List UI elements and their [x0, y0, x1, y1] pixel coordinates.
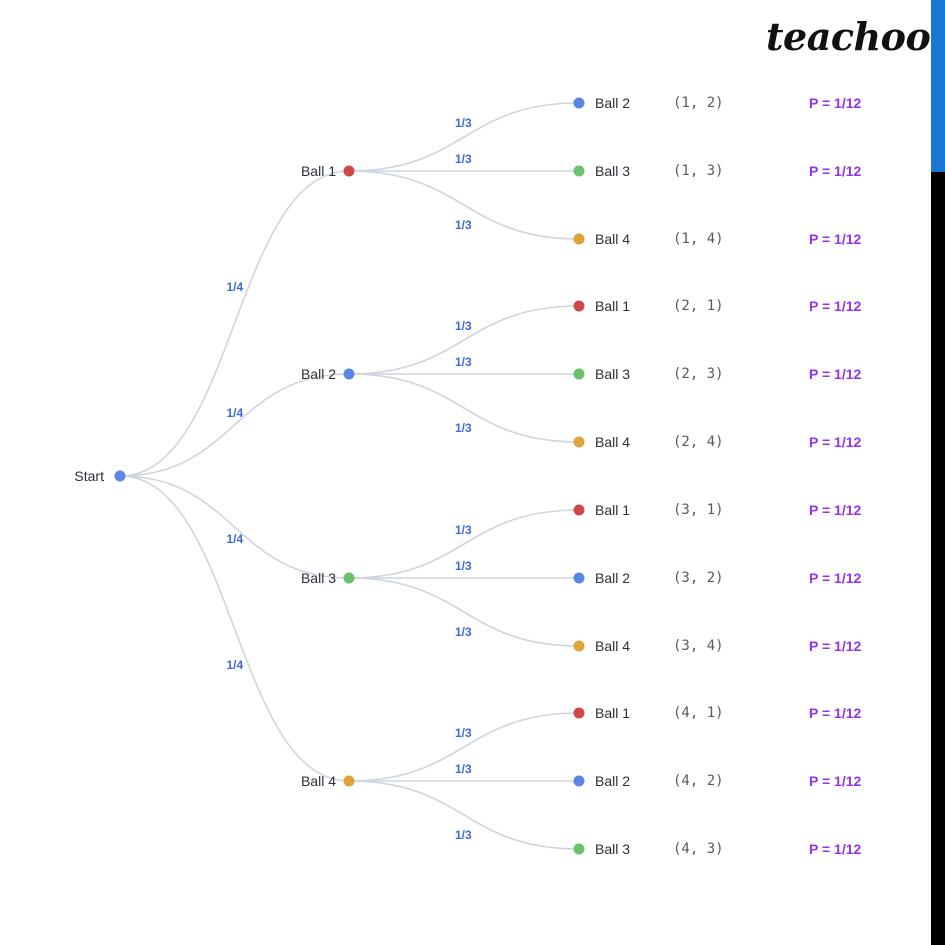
second-draw-probability: 1/3 [455, 625, 472, 639]
outcome-probability: P = 1/12 [809, 841, 862, 857]
edge-1-to-3 [348, 170, 580, 240]
outcome-pair: (3, 4) [673, 638, 724, 654]
first-draw-node [343, 572, 355, 584]
outcome-probability: P = 1/12 [809, 705, 862, 721]
side-bar-accent [931, 0, 945, 172]
outcome-pair: (2, 4) [673, 434, 724, 450]
second-draw-probability: 1/3 [455, 355, 472, 369]
second-draw-probability: 1/3 [455, 762, 472, 776]
second-draw-label: Ball 3 [595, 366, 631, 382]
second-draw-node [573, 640, 585, 652]
outcome-pair: (3, 1) [673, 502, 724, 518]
second-draw-probability: 1/3 [455, 828, 472, 842]
first-draw-label: Ball 4 [300, 773, 336, 789]
edge-3-to-3 [348, 577, 580, 647]
outcome-pair: (1, 3) [673, 163, 724, 179]
second-draw-node [573, 233, 585, 245]
edge-start-to-1 [119, 170, 350, 477]
first-draw-probability: 1/4 [226, 658, 244, 673]
start-node [114, 470, 126, 482]
second-draw-label: Ball 2 [595, 95, 631, 111]
edge-start-to-3 [119, 475, 350, 579]
outcome-pair: (2, 1) [673, 298, 724, 314]
edge-3-to-1 [348, 509, 580, 579]
second-draw-node [573, 368, 585, 380]
first-draw-label: Ball 2 [300, 366, 336, 382]
second-draw-node [573, 436, 585, 448]
first-draw-probability: 1/4 [226, 532, 244, 547]
second-draw-node [573, 504, 585, 516]
outcome-pair: (1, 4) [673, 231, 724, 247]
outcome-probability: P = 1/12 [809, 638, 862, 654]
second-draw-label: Ball 3 [595, 163, 631, 179]
edge-2-to-1 [348, 305, 580, 375]
first-draw-label: Ball 1 [300, 163, 336, 179]
second-draw-probability: 1/3 [455, 152, 472, 166]
second-draw-node [573, 300, 585, 312]
outcome-probability: P = 1/12 [809, 570, 862, 586]
outcome-pair: (1, 2) [673, 95, 724, 111]
tree-edges [119, 102, 580, 850]
second-draw-probability: 1/3 [455, 218, 472, 232]
outcome-pair: (4, 3) [673, 841, 724, 857]
teachoo-logo: teachoo [766, 14, 931, 59]
side-bar [931, 0, 945, 945]
second-draw-probability: 1/3 [455, 559, 472, 573]
second-draw-label: Ball 4 [595, 638, 631, 654]
outcome-probability: P = 1/12 [809, 298, 862, 314]
tree-nodes [114, 97, 585, 855]
outcome-probability: P = 1/12 [809, 366, 862, 382]
second-draw-node [573, 707, 585, 719]
outcome-pair: (3, 2) [673, 570, 724, 586]
outcome-probability: P = 1/12 [809, 95, 862, 111]
edge-4-to-3 [348, 780, 580, 850]
second-draw-label: Ball 1 [595, 502, 631, 518]
outcome-probability: P = 1/12 [809, 502, 862, 518]
start-label: Start [74, 468, 104, 484]
outcome-probability: P = 1/12 [809, 434, 862, 450]
edge-1-to-1 [348, 102, 580, 172]
outcome-probability: P = 1/12 [809, 231, 862, 247]
second-draw-label: Ball 2 [595, 570, 631, 586]
second-draw-node [573, 165, 585, 177]
edge-4-to-1 [348, 712, 580, 782]
first-draw-node [343, 165, 355, 177]
edge-2-to-3 [348, 373, 580, 443]
second-draw-probability: 1/3 [455, 726, 472, 740]
second-draw-node [573, 97, 585, 109]
outcome-pair: (4, 2) [673, 773, 724, 789]
outcome-probability: P = 1/12 [809, 773, 862, 789]
outcome-pair: (2, 3) [673, 366, 724, 382]
outcome-probability: P = 1/12 [809, 163, 862, 179]
second-draw-label: Ball 1 [595, 705, 631, 721]
first-draw-node [343, 775, 355, 787]
second-draw-node [573, 843, 585, 855]
second-draw-label: Ball 2 [595, 773, 631, 789]
second-draw-label: Ball 1 [595, 298, 631, 314]
edge-start-to-4 [119, 475, 350, 782]
second-draw-node [573, 775, 585, 787]
second-draw-probability: 1/3 [455, 421, 472, 435]
second-draw-probability: 1/3 [455, 523, 472, 537]
outcome-pair: (4, 1) [673, 705, 724, 721]
second-draw-probability: 1/3 [455, 319, 472, 333]
first-draw-label: Ball 3 [300, 570, 336, 586]
edge-start-to-2 [119, 373, 350, 477]
first-draw-probability: 1/4 [226, 279, 244, 294]
second-draw-label: Ball 4 [595, 231, 631, 247]
second-draw-probability: 1/3 [455, 116, 472, 130]
second-draw-node [573, 572, 585, 584]
second-draw-label: Ball 3 [595, 841, 631, 857]
second-draw-label: Ball 4 [595, 434, 631, 450]
first-draw-node [343, 368, 355, 380]
first-draw-probability: 1/4 [226, 405, 244, 420]
